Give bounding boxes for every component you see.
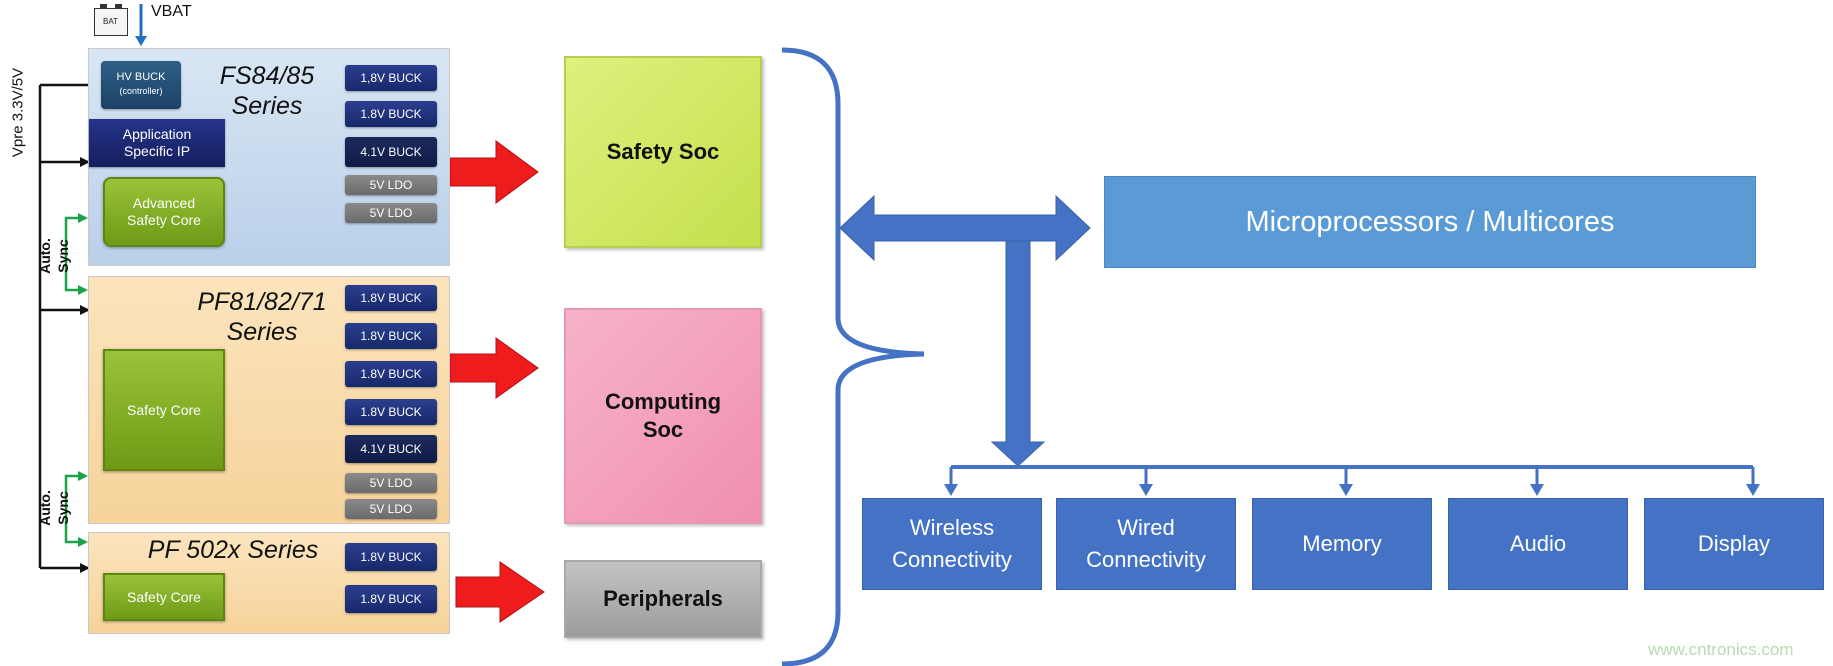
auto-label: Auto.: [37, 238, 53, 274]
sync-label-top: Auto. Sync: [34, 226, 84, 286]
pf8-series-title: PF81/82/71 Series: [197, 288, 327, 346]
safety-soc-box: Safety Soc: [564, 56, 762, 248]
advanced-safety-core: Advanced Safety Core: [103, 177, 225, 247]
rail-fs-0: 1,8V BUCK: [345, 65, 437, 91]
asip-block: Application Specific IP: [89, 119, 225, 167]
sync-bracket-top-head: [78, 213, 88, 223]
pf5-series-title: PF 502x Series: [147, 536, 319, 564]
rail-fs-4: 5V LDO: [345, 203, 437, 223]
vpre-distribution: [38, 83, 88, 570]
fs-series-title: FS84/85 Series: [219, 62, 315, 120]
pf8-safety-core: Safety Core: [103, 349, 225, 471]
computing-soc-box: Computing Soc: [564, 308, 762, 524]
hv-buck-block: HV BUCK (controller): [101, 61, 181, 109]
rail-pf8-3: 1.8V BUCK: [345, 399, 437, 425]
rail-pf8-4: 4.1V BUCK: [345, 435, 437, 463]
battery-label: BAT: [103, 17, 118, 26]
pf5-safety-core: Safety Core: [103, 573, 225, 621]
vbat-label: VBAT: [151, 3, 192, 20]
rail-pf8-2: 1.8V BUCK: [345, 361, 437, 387]
auto-label: Auto.: [37, 490, 53, 526]
peripherals-soc-box: Peripherals: [564, 560, 762, 638]
sync-bracket-bottom-head: [78, 471, 88, 481]
wired-connectivity-box: Wired Connectivity: [1056, 498, 1236, 590]
rail-fs-3: 5V LDO: [345, 175, 437, 195]
memory-box: Memory: [1252, 498, 1432, 590]
double-arrow: [839, 194, 1091, 262]
curly-bracket: [781, 47, 925, 666]
display-box: Display: [1644, 498, 1824, 590]
vpre-arrowheads: [80, 157, 90, 573]
red-arrow-computing: [449, 337, 539, 399]
rail-pf8-6: 5V LDO: [345, 499, 437, 519]
bus-drop-heads: [944, 484, 1760, 496]
red-arrow-peripherals: [455, 561, 545, 623]
rail-pf8-0: 1.8V BUCK: [345, 285, 437, 311]
sync-label: Sync: [55, 491, 71, 525]
rail-pf5-1: 1.8V BUCK: [345, 585, 437, 613]
vbat-arrowhead: [135, 36, 147, 46]
watermark: www.cntronics.com: [1648, 640, 1794, 659]
rail-pf5-0: 1.8V BUCK: [345, 543, 437, 571]
bus-down-arrow: [990, 240, 1046, 467]
rail-fs-1: 1.8V BUCK: [345, 101, 437, 127]
sync-label: Sync: [55, 239, 71, 273]
pf8-series-panel: PF81/82/71 Series Safety Core 1.8V BUCK …: [88, 276, 450, 524]
sync-bracket-bottom-head2: [78, 537, 88, 547]
rail-pf8-1: 1.8V BUCK: [345, 323, 437, 349]
rail-fs-2: 4.1V BUCK: [345, 137, 437, 167]
fs-series-panel: FS84/85 Series HV BUCK (controller) Appl…: [88, 48, 450, 266]
battery-icon: BAT: [94, 4, 128, 36]
microprocessors-box: Microprocessors / Multicores: [1104, 176, 1756, 268]
sync-bracket-top: [64, 216, 84, 292]
pf5-series-panel: PF 502x Series Safety Core 1.8V BUCK 1.8…: [88, 532, 450, 634]
sync-bracket-top-head2: [78, 285, 88, 295]
vpre-label: Vpre 3.3V/5V: [9, 67, 27, 158]
audio-box: Audio: [1448, 498, 1628, 590]
rail-pf8-5: 5V LDO: [345, 473, 437, 493]
sync-bracket-bottom: [64, 474, 84, 544]
hv-buck-sub: (controller): [119, 86, 163, 96]
sync-label-bottom: Auto. Sync: [34, 482, 84, 542]
red-arrow-safety: [449, 140, 539, 204]
vpre-label-wrap: Vpre 3.3V/5V: [0, 68, 78, 157]
hv-buck-label: HV BUCK: [116, 71, 166, 83]
wireless-connectivity-box: Wireless Connectivity: [862, 498, 1042, 590]
